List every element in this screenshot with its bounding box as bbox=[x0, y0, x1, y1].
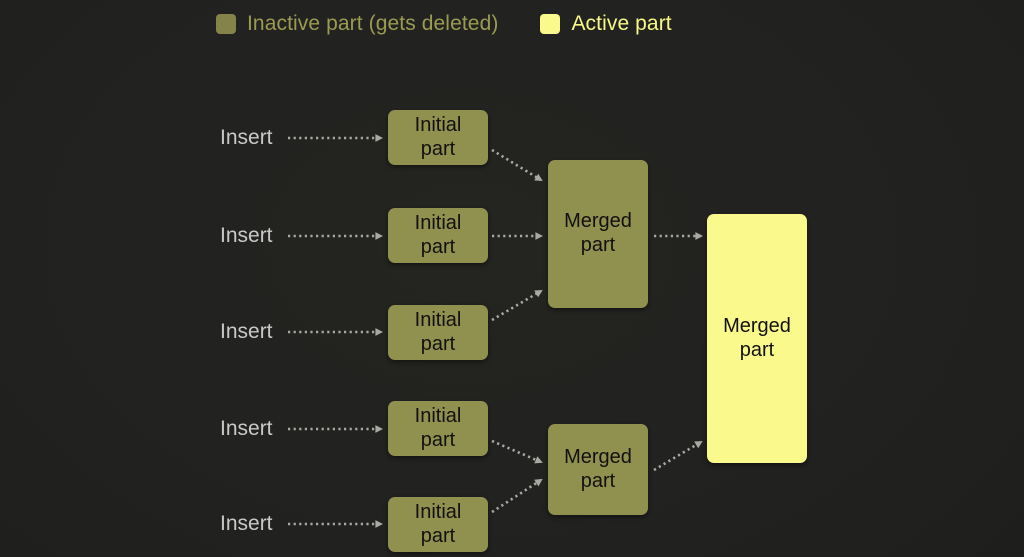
node-merged-part-final[interactable]: Merged part bbox=[707, 214, 807, 463]
node-merged-part-1-line1: Merged bbox=[564, 210, 632, 233]
legend-swatch-inactive-icon bbox=[216, 14, 236, 34]
legend-swatch-active-icon bbox=[540, 14, 561, 34]
edge-initial1-merged1 bbox=[491, 148, 543, 182]
node-initial-part-4[interactable]: Initial part bbox=[388, 401, 488, 456]
node-merged-part-2[interactable]: Merged part bbox=[548, 424, 648, 515]
insert-label-5: Insert bbox=[220, 512, 273, 535]
legend-label-inactive: Inactive part (gets deleted) bbox=[247, 12, 499, 35]
node-initial-part-2[interactable]: Initial part bbox=[388, 208, 488, 263]
node-initial-part-5[interactable]: Initial part bbox=[388, 497, 488, 552]
node-initial-part-3[interactable]: Initial part bbox=[388, 305, 488, 360]
insert-label-2: Insert bbox=[220, 224, 273, 247]
node-initial-part-4-line2: part bbox=[420, 428, 456, 451]
node-initial-part-3-line2: part bbox=[420, 332, 456, 355]
node-initial-part-1-line2: part bbox=[420, 137, 456, 160]
node-initial-part-2-line2: part bbox=[420, 235, 456, 258]
node-initial-part-4-line1: Initial bbox=[414, 404, 462, 427]
node-merged-part-final-line1: Merged bbox=[723, 314, 791, 337]
insert-label-3: Insert bbox=[220, 320, 273, 343]
node-merged-part-1[interactable]: Merged part bbox=[548, 160, 648, 308]
node-initial-part-1[interactable]: Initial part bbox=[388, 110, 488, 165]
edge-initial3-merged1 bbox=[491, 289, 543, 322]
node-merged-part-1-line2: part bbox=[580, 234, 616, 256]
insert-label-1: Insert bbox=[220, 126, 273, 149]
insert-label-4: Insert bbox=[220, 417, 273, 440]
node-initial-part-3-line1: Initial bbox=[414, 308, 462, 331]
edge-initial4-merged2 bbox=[491, 439, 543, 464]
edge-initial5-merged2 bbox=[491, 478, 543, 514]
node-merged-part-2-line2: part bbox=[580, 469, 616, 492]
node-initial-part-5-line1: Initial bbox=[414, 500, 462, 523]
node-initial-part-5-line2: part bbox=[420, 524, 456, 547]
node-initial-part-2-line1: Initial bbox=[414, 211, 462, 234]
legend: Inactive part (gets deleted) Active part bbox=[216, 9, 672, 39]
node-merged-part-final-line2: part bbox=[739, 338, 775, 361]
edge-merged2-final bbox=[653, 440, 703, 472]
node-merged-part-2-line1: Merged bbox=[564, 445, 632, 468]
node-initial-part-1-line1: Initial bbox=[414, 113, 462, 136]
legend-item-inactive: Inactive part (gets deleted) bbox=[216, 12, 498, 36]
legend-label-active: Active part bbox=[571, 12, 672, 35]
legend-item-active: Active part bbox=[540, 12, 672, 36]
